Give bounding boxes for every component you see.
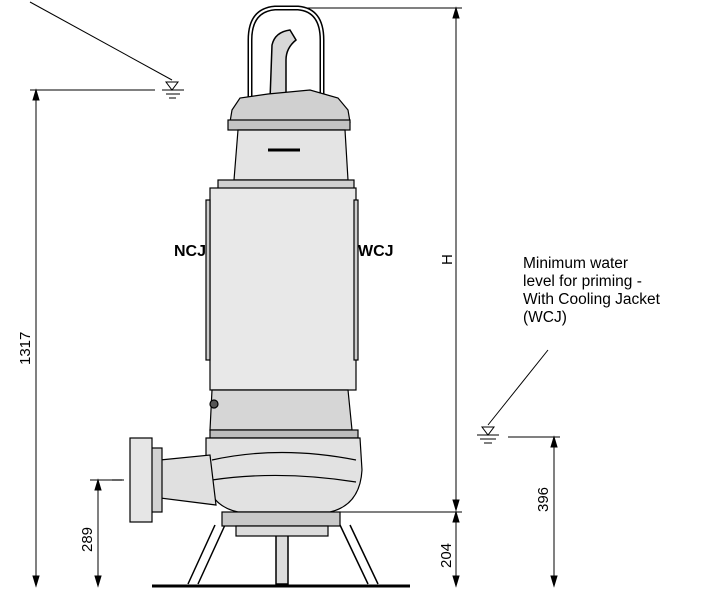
water-level-symbol-ncj — [29, 1, 184, 99]
note-line-3: With Cooling Jacket — [523, 291, 660, 308]
dimension-1317 — [32, 88, 40, 588]
lifting-handle — [247, 5, 325, 110]
dimension-204-label: 204 — [438, 543, 455, 568]
motor-housing — [205, 179, 359, 391]
motor-top — [227, 89, 351, 181]
dimension-396 — [550, 435, 558, 588]
note-line-1: Minimum water — [523, 255, 629, 272]
discharge-flange — [112, 437, 217, 523]
dimension-1317-label: 1317 — [17, 332, 34, 365]
note-line-4: (WCJ) — [523, 309, 567, 326]
wcj-priming-note: Minimum water level for priming - With C… — [523, 255, 723, 327]
pump-volute — [205, 389, 363, 537]
water-level-symbol-wcj — [477, 349, 560, 444]
leader-line-ncj — [29, 1, 173, 81]
dimension-396-label: 396 — [535, 487, 552, 512]
label-ncj: NCJ — [174, 243, 206, 260]
level-triangle-ncj — [165, 81, 179, 91]
dimension-289-label: 289 — [79, 527, 96, 552]
dimension-h-label: H — [439, 254, 456, 265]
label-wcj: WCJ — [358, 243, 394, 260]
dimension-h — [306, 6, 462, 512]
note-line-2: level for priming - — [523, 273, 642, 290]
dimension-204 — [330, 510, 462, 588]
